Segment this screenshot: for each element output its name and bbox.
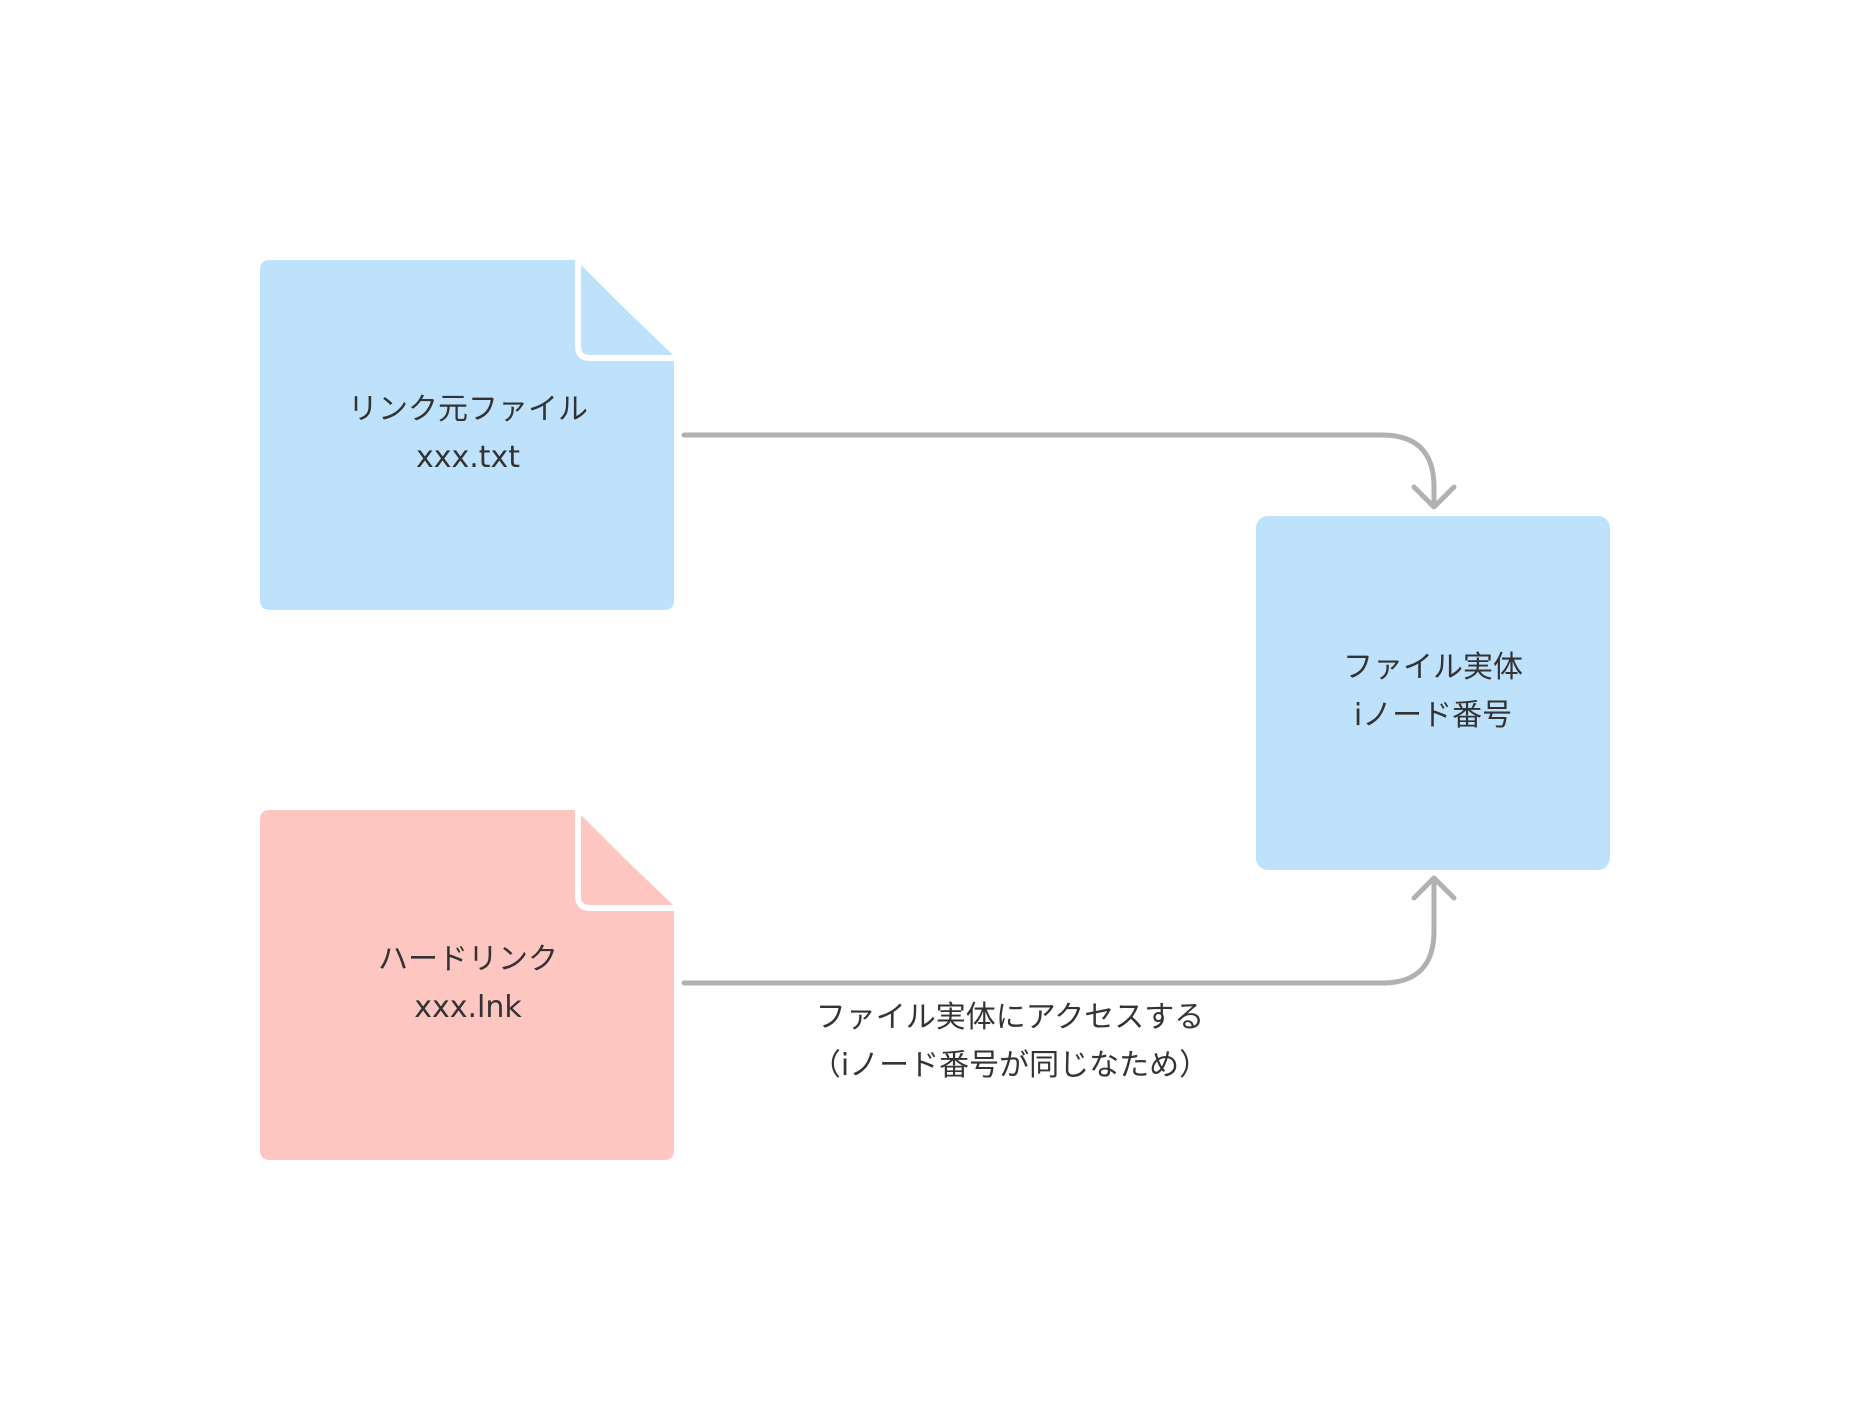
file-entity-title: ファイル実体 bbox=[1343, 650, 1523, 685]
file-entity-label: ファイル実体 iノード番号 bbox=[1256, 644, 1610, 740]
source-file-title: リンク元ファイル bbox=[348, 392, 588, 427]
hard-link-body bbox=[260, 810, 674, 1160]
arrow-hardlink-to-entity bbox=[681, 875, 1457, 986]
source-file-label: リンク元ファイル xxx.txt bbox=[262, 386, 674, 482]
arrow-source-to-entity bbox=[681, 432, 1457, 510]
file-entity-node bbox=[1256, 516, 1610, 870]
hard-link-node bbox=[260, 810, 674, 1160]
arrow-hardlink-to-entity-line bbox=[681, 877, 1437, 986]
hard-link-label: ハードリンク xxx.lnk bbox=[262, 936, 674, 1032]
file-entity-inode: iノード番号 bbox=[1353, 698, 1513, 733]
arrow-source-to-entity-head bbox=[1411, 484, 1457, 510]
edge-access-label-line2: （iノード番号が同じなため） bbox=[810, 1048, 1210, 1083]
hard-link-title: ハードリンク bbox=[378, 942, 558, 977]
source-file-filename: xxx.txt bbox=[415, 440, 521, 475]
hard-link-filename: xxx.lnk bbox=[414, 990, 522, 1025]
arrow-source-to-entity-line bbox=[681, 432, 1437, 508]
source-file-node bbox=[260, 260, 674, 610]
edge-access-label-line1: ファイル実体にアクセスする bbox=[815, 1000, 1205, 1035]
edge-access-label: ファイル実体にアクセスする （iノード番号が同じなため） bbox=[760, 994, 1260, 1090]
source-file-fold-corner bbox=[575, 262, 674, 361]
arrow-hardlink-to-entity-head bbox=[1411, 875, 1457, 901]
hard-link-fold-corner bbox=[575, 812, 674, 911]
source-file-body bbox=[260, 260, 674, 610]
